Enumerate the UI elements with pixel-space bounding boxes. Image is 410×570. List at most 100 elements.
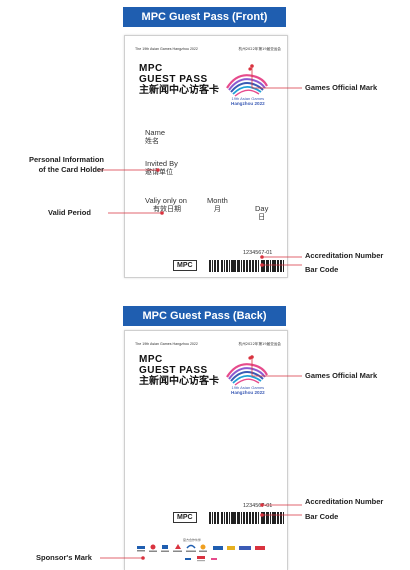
barcode-stripe — [242, 512, 244, 524]
sponsor-logo-icon — [185, 558, 191, 560]
barcode-stripe — [272, 512, 273, 524]
barcode-stripe — [270, 512, 271, 524]
back-title-banner: MPC Guest Pass (Back) — [123, 306, 286, 326]
barcode-stripe — [260, 512, 262, 524]
header-zh: 杭州2022年第19届亚运会 — [238, 342, 281, 346]
barcode-stripe — [256, 260, 257, 272]
logo-caption-line2: Hangzhou 2022 — [231, 390, 265, 395]
barcode-stripe — [280, 260, 282, 272]
barcode-stripe — [265, 260, 267, 272]
barcode-stripe — [265, 512, 267, 524]
callout-games-mark-front: Games Official Mark — [305, 83, 378, 92]
barcode-stripe — [209, 512, 210, 524]
barcode-stripe — [220, 512, 222, 524]
barcode-stripe — [263, 512, 265, 524]
month-field: Month 月 — [207, 196, 228, 214]
barcode-stripe — [273, 260, 275, 272]
sponsor-logo-icon — [161, 545, 169, 552]
card-title: MPC GUEST PASS 主新闻中心访客卡 — [139, 355, 219, 388]
barcode-stripe — [237, 512, 239, 524]
barcode-stripe — [210, 260, 211, 272]
month-label-zh: 月 — [213, 205, 221, 213]
barcode-stripe — [225, 260, 227, 272]
callout-sponsor-mark: Sponsor's Mark — [36, 553, 92, 562]
barcode-stripe — [273, 512, 275, 524]
barcode-stripe — [266, 512, 270, 524]
name-label-en: Name — [145, 128, 166, 137]
accreditation-number: 1234567-01 — [243, 503, 273, 509]
sponsor-logo-icon — [149, 544, 157, 552]
mpc-category-box: MPC — [173, 512, 197, 523]
day-label-zh: 日 — [258, 213, 266, 221]
title-guest-pass: GUEST PASS — [139, 365, 208, 376]
barcode-stripe — [233, 512, 235, 524]
barcode-stripe — [215, 512, 217, 524]
barcode-stripe — [282, 260, 284, 272]
barcode-stripe — [251, 260, 254, 272]
barcode-stripe — [221, 512, 224, 524]
card-header: The 19th Asian Games Hangzhou 2022 杭州202… — [135, 47, 281, 52]
barcode-stripe — [229, 260, 231, 272]
barcode-stripe — [282, 512, 284, 524]
name-label-zh: 姓名 — [145, 137, 159, 145]
barcode-stripe — [215, 260, 217, 272]
barcode-stripe — [256, 512, 257, 524]
barcode-stripe — [248, 512, 250, 524]
accreditation-number: 1234567-01 — [243, 250, 273, 256]
barcode-stripe — [255, 512, 256, 524]
barcode-stripe — [237, 260, 239, 272]
mpc-category-box: MPC — [173, 260, 197, 271]
barcode-stripe — [211, 512, 214, 524]
valid-label-en: Valiy only on — [145, 196, 187, 205]
barcode-stripe — [251, 512, 254, 524]
sponsor-logo-icon — [173, 544, 182, 552]
barcode-stripe — [221, 260, 224, 272]
day-field: Day 日 — [255, 204, 268, 222]
title-mpc: MPC — [139, 354, 163, 365]
invited-label-zh: 邀请单位 — [145, 168, 173, 176]
card-header: The 19th Asian Games Hangzhou 2022 杭州202… — [135, 342, 281, 347]
title-mpc: MPC — [139, 63, 163, 74]
barcode-stripe — [235, 260, 237, 272]
valid-label-zh: 有效日期 — [153, 205, 181, 213]
barcode-stripe — [235, 512, 237, 524]
barcode-stripe — [261, 512, 263, 524]
barcode-stripe — [211, 260, 214, 272]
title-chinese: 主新闻中心访客卡 — [139, 376, 219, 387]
barcode-stripe — [243, 512, 246, 524]
sponsor-logo-icon — [239, 546, 251, 550]
barcode-stripe — [278, 512, 280, 524]
sponsor-logo-icon — [199, 544, 207, 552]
title-guest-pass: GUEST PASS — [139, 74, 208, 85]
header-en: The 19th Asian Games Hangzhou 2022 — [135, 47, 198, 51]
barcode-stripe — [223, 512, 225, 524]
invited-by-field: Invited By 邀请单位 — [145, 159, 178, 177]
barcode-stripe — [231, 512, 234, 524]
barcode-stripe — [223, 260, 225, 272]
barcode-stripe — [248, 260, 250, 272]
barcode-stripe — [277, 260, 279, 272]
barcode-stripe — [242, 260, 244, 272]
logo-caption-line1: 19th Asian Games — [231, 385, 265, 390]
barcode-stripe — [250, 260, 251, 272]
barcode-stripe — [214, 512, 216, 524]
barcode-stripe — [280, 512, 282, 524]
guest-pass-back-card: The 19th Asian Games Hangzhou 2022 杭州202… — [124, 330, 288, 570]
barcode-stripe — [240, 260, 242, 272]
sponsor-logos — [137, 544, 265, 562]
day-label-en: Day — [255, 204, 269, 213]
barcode — [209, 260, 284, 272]
callout-personal-info-line2: of the Card Holder — [38, 165, 104, 174]
barcode-stripe — [275, 260, 277, 272]
callout-personal-info: Personal Information of the Card Holder — [6, 155, 104, 175]
barcode-stripe — [231, 260, 234, 272]
header-en: The 19th Asian Games Hangzhou 2022 — [135, 342, 198, 346]
barcode-stripe — [277, 512, 279, 524]
logo-caption: 19th Asian Games Hangzhou 2022 — [231, 385, 265, 395]
games-logo-icon — [226, 356, 268, 386]
name-field: Name 姓名 — [145, 128, 165, 146]
barcode-stripe — [210, 512, 211, 524]
sponsor-logo-icon — [186, 544, 196, 552]
barcode-stripe — [270, 260, 271, 272]
barcode-stripe — [263, 260, 265, 272]
